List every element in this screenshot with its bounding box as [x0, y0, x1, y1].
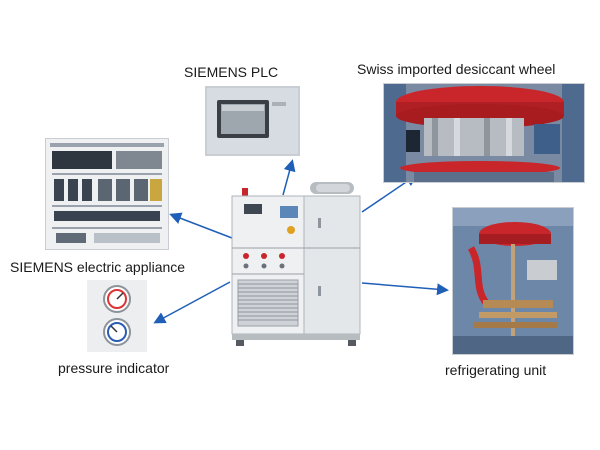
arrow-to-refrigerating-unit [361, 282, 449, 296]
refrigerating-unit-photo [452, 207, 574, 355]
desiccant-wheel-photo [383, 83, 585, 183]
label-desiccant-wheel: Swiss imported desiccant wheel [357, 61, 556, 77]
electric-appliance-photo [45, 138, 169, 250]
label-plc: SIEMENS PLC [184, 64, 279, 80]
label-pressure-indicator: pressure indicator [58, 360, 170, 376]
arrow-to-plc [282, 159, 296, 196]
arrow-to-pressure-indicator [153, 281, 231, 324]
pressure-indicator-photo [87, 280, 147, 352]
label-refrigerating-unit: refrigerating unit [445, 362, 547, 378]
dehumidifier-machine [228, 182, 364, 350]
arrow-to-electric-appliance [169, 212, 233, 239]
label-electric-appliance: SIEMENS electric appliance [10, 259, 186, 275]
plc-photo [205, 86, 300, 156]
